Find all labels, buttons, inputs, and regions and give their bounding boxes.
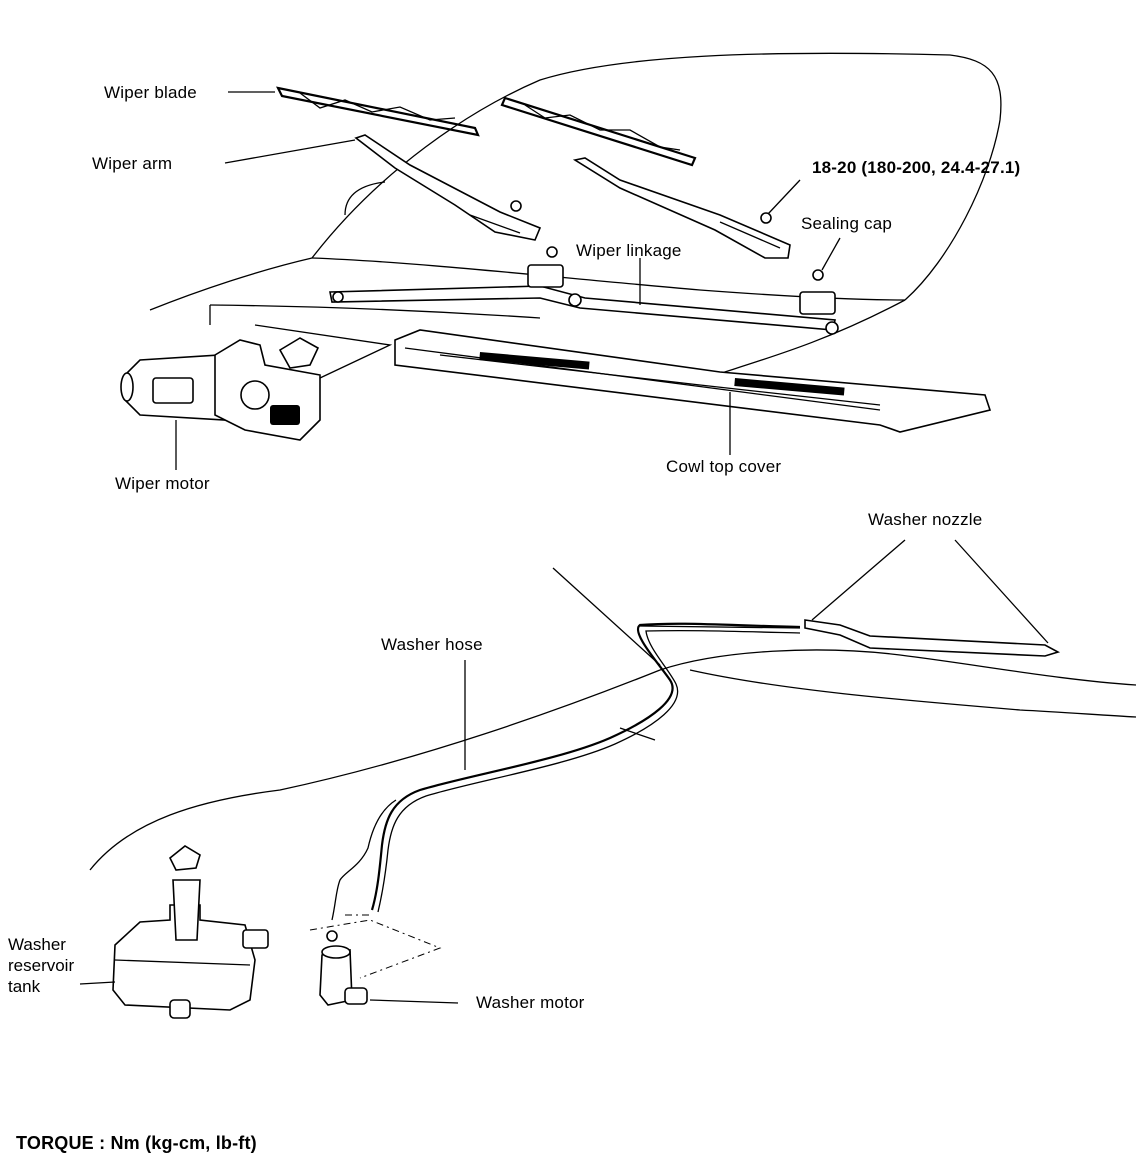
label-wiper-motor: Wiper motor (115, 474, 210, 493)
washer-nozzle-part (639, 619, 1061, 657)
label-wiper-blade: Wiper blade (104, 83, 197, 102)
nut-icon (510, 200, 824, 281)
washer-assembly-dashed-lines (309, 914, 442, 979)
label-wiper-linkage: Wiper linkage (576, 241, 682, 260)
label-washer-reservoir-tank-line-3: tank (8, 977, 41, 996)
hood-outline (89, 567, 1136, 871)
label-torque-spec: 18-20 (180-200, 24.4-27.1) (812, 158, 1021, 177)
wiper-arm-left (354, 134, 542, 241)
label-washer-reservoir-tank-line-2: reservoir (8, 956, 75, 975)
label-washer-reservoir-tank: Washer reservoir tank (8, 934, 74, 997)
wiper-blade-left (276, 86, 480, 137)
wiper-blade-right (500, 96, 697, 167)
torque-units-footer: TORQUE : Nm (kg-cm, lb-ft) (16, 1133, 257, 1153)
label-cowl-top-cover: Cowl top cover (666, 457, 782, 476)
washer-hose-part (331, 622, 801, 921)
label-wiper-arm: Wiper arm (92, 154, 173, 173)
label-washer-hose: Washer hose (381, 635, 483, 654)
label-washer-nozzle: Washer nozzle (868, 510, 983, 529)
label-washer-motor: Washer motor (476, 993, 585, 1012)
leader-lines-upper (175, 91, 841, 470)
label-washer-reservoir-tank-line-1: Washer (8, 935, 66, 954)
leader-lines-lower (79, 539, 1049, 1004)
cowl-panel-outline (209, 304, 541, 379)
wiper-arm-right (572, 157, 791, 259)
label-sealing-cap: Sealing cap (801, 214, 893, 233)
wiper-linkage-assembly (329, 264, 839, 335)
washer-motor-part (319, 930, 368, 1006)
washer-reservoir-tank-part (112, 845, 269, 1019)
wiper-motor-part (120, 337, 321, 441)
cowl-top-cover-part (394, 329, 992, 433)
